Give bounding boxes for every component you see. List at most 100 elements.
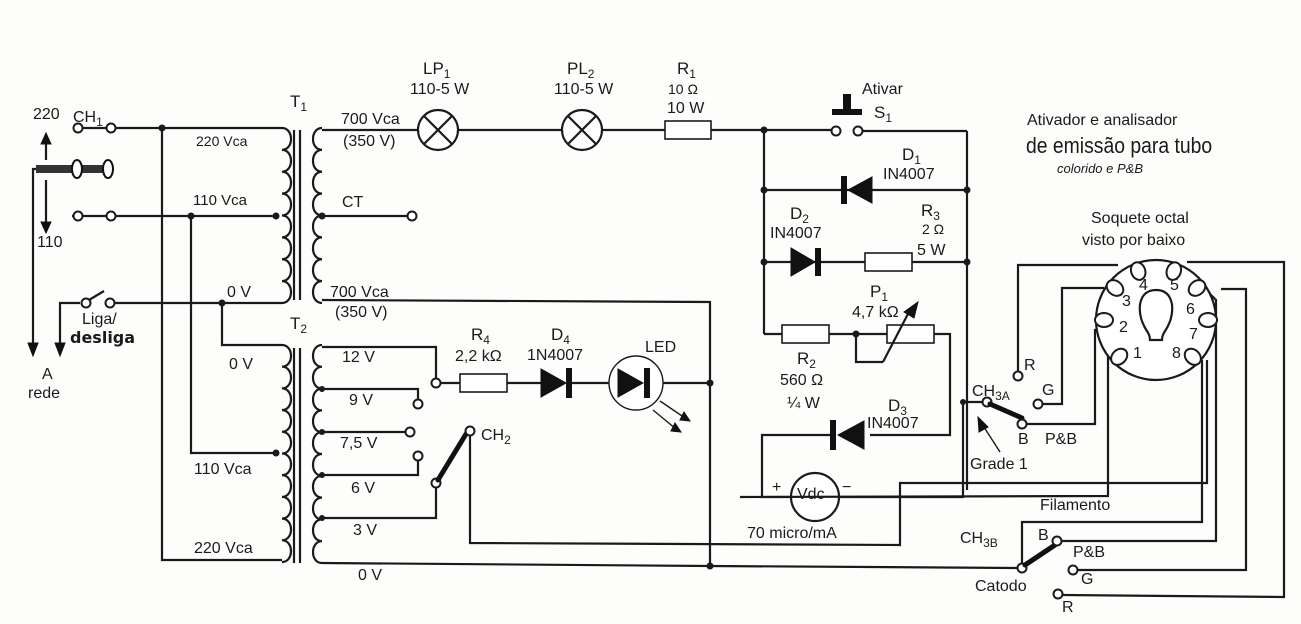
power-switch[interactable] — [80, 290, 116, 309]
t2-sec-6v: 6 V — [351, 480, 376, 497]
r1-label: R1 — [677, 60, 696, 80]
socket-title-1: Soquete octal — [1091, 210, 1189, 227]
t2-sec-7-5v: 7,5 V — [340, 435, 378, 452]
t1-tap-0: 0 V — [227, 284, 252, 301]
pin-label-5: 5 — [1170, 277, 1179, 294]
p1-sub: 1 — [881, 290, 889, 304]
meter-minus: − — [842, 479, 852, 496]
pin-label-4: 4 — [1139, 277, 1148, 294]
socket-pin-3 — [1105, 279, 1125, 297]
pin-label-1: 1 — [1133, 345, 1142, 362]
pl2-value: 110-5 W — [554, 81, 614, 98]
lp1-sub: 1 — [443, 67, 451, 81]
resistor-r1 — [664, 120, 712, 140]
r3-power: 5 W — [917, 242, 946, 259]
pin-label-3: 3 — [1122, 293, 1131, 310]
r3-label: R3 — [921, 202, 940, 222]
r2-name: R — [797, 349, 810, 368]
d2-name: D — [790, 204, 803, 223]
resistor-r3 — [864, 252, 913, 272]
pin-label-7: 7 — [1189, 326, 1198, 343]
d3-name: D — [888, 396, 901, 415]
t1-label: T1 — [290, 93, 307, 113]
s1-sub: 1 — [885, 111, 893, 125]
socket-pin-2 — [1094, 312, 1114, 328]
mains-wires — [27, 167, 80, 358]
to-mains-label-1: A — [42, 366, 53, 383]
diode-d1 — [841, 176, 873, 204]
selector-arrow-icon — [40, 131, 52, 235]
grade-arrow-icon — [977, 415, 1001, 453]
d2-label: D2 — [790, 205, 809, 225]
ch3b-label: CH3B — [960, 531, 998, 550]
title-line-3: colorido e P&B — [1057, 161, 1143, 176]
ch3b-switch[interactable] — [739, 260, 1286, 600]
power-switch-label-1: Liga/ — [82, 311, 117, 328]
ch3a-bw-label: P&B — [1045, 431, 1078, 448]
d3-sub: 3 — [900, 404, 907, 418]
pl2-name: PL — [567, 59, 588, 78]
t2-name: T — [290, 314, 301, 333]
ch2-label: CH2 — [481, 427, 511, 447]
lp1-label: LP1 — [423, 60, 450, 80]
d1-part: IN4007 — [883, 166, 935, 183]
s1-name: S — [874, 103, 886, 122]
ch3a-pos-r: R — [1024, 357, 1036, 374]
p1-label: P1 — [870, 283, 888, 303]
ch1-sub: 1 — [96, 115, 103, 129]
potentiometer-p1[interactable] — [882, 300, 935, 363]
t1-sec-bottom: 700 Vca — [330, 284, 389, 301]
filament-label: Filamento — [1040, 497, 1111, 514]
d1-label: D1 — [902, 146, 921, 166]
pin-label-2: 2 — [1119, 319, 1128, 336]
ch3a-pos-g: G — [1042, 382, 1055, 399]
socket-pin-4 — [1129, 261, 1147, 281]
ch1-switch[interactable] — [36, 122, 117, 222]
lp1-value: 110-5 W — [410, 81, 470, 98]
power-switch-label-2: desliga — [70, 328, 136, 347]
ch3a-label: CH3A — [972, 384, 1010, 403]
t2-pri-110: 110 Vca — [194, 461, 252, 478]
ch3b-pos-g: G — [1081, 571, 1094, 588]
d3-label: D3 — [888, 397, 907, 417]
pushbutton-s1[interactable] — [830, 94, 864, 137]
t1-sub: 1 — [300, 100, 308, 114]
s1-function-label: Ativar — [862, 81, 903, 98]
ch3a-switch[interactable] — [963, 263, 1118, 430]
title-line-2: de emissão para tubo — [1026, 133, 1213, 158]
led-label: LED — [645, 339, 677, 356]
r2-sub: 2 — [809, 357, 816, 371]
socket-title-2: visto por baixo — [1082, 232, 1186, 249]
ch3b-pos-b: B — [1038, 527, 1049, 544]
primary-wires — [114, 124, 282, 562]
lamp-pl2 — [560, 108, 604, 152]
ch2-name: CH — [481, 427, 505, 444]
t2-sec-12v: 12 V — [342, 349, 375, 366]
t1-tap-110: 110 Vca — [193, 192, 247, 209]
d2-sub: 2 — [802, 212, 809, 226]
ch3a-pos-b: B — [1018, 431, 1029, 448]
r2-value: 560 Ω — [780, 372, 824, 389]
transformer-t2 — [281, 343, 323, 565]
p1-value: 4,7 kΩ — [852, 304, 899, 321]
r3-sub: 3 — [933, 209, 940, 223]
grade1-label: Grade 1 — [970, 456, 1028, 473]
ch1-name: CH — [73, 109, 97, 126]
pin-label-8: 8 — [1172, 345, 1181, 362]
d4-label: D4 — [551, 326, 570, 346]
t2-sub: 2 — [300, 322, 308, 336]
ch1-label: CH1 — [73, 109, 103, 129]
pl2-sub: 2 — [587, 67, 595, 81]
r1-power: 10 W — [667, 100, 705, 117]
ch3b-pos-r: R — [1062, 599, 1074, 616]
meter-label: Vdc — [797, 486, 825, 503]
socket-pin-5 — [1165, 261, 1183, 281]
lp1-name: LP — [423, 59, 444, 78]
socket-pin-1 — [1110, 347, 1129, 366]
t1-tap-220: 220 Vca — [196, 133, 248, 149]
r1-name: R — [677, 59, 690, 78]
resistor-r2 — [781, 324, 830, 344]
t2-sec-0v: 0 V — [358, 567, 383, 584]
